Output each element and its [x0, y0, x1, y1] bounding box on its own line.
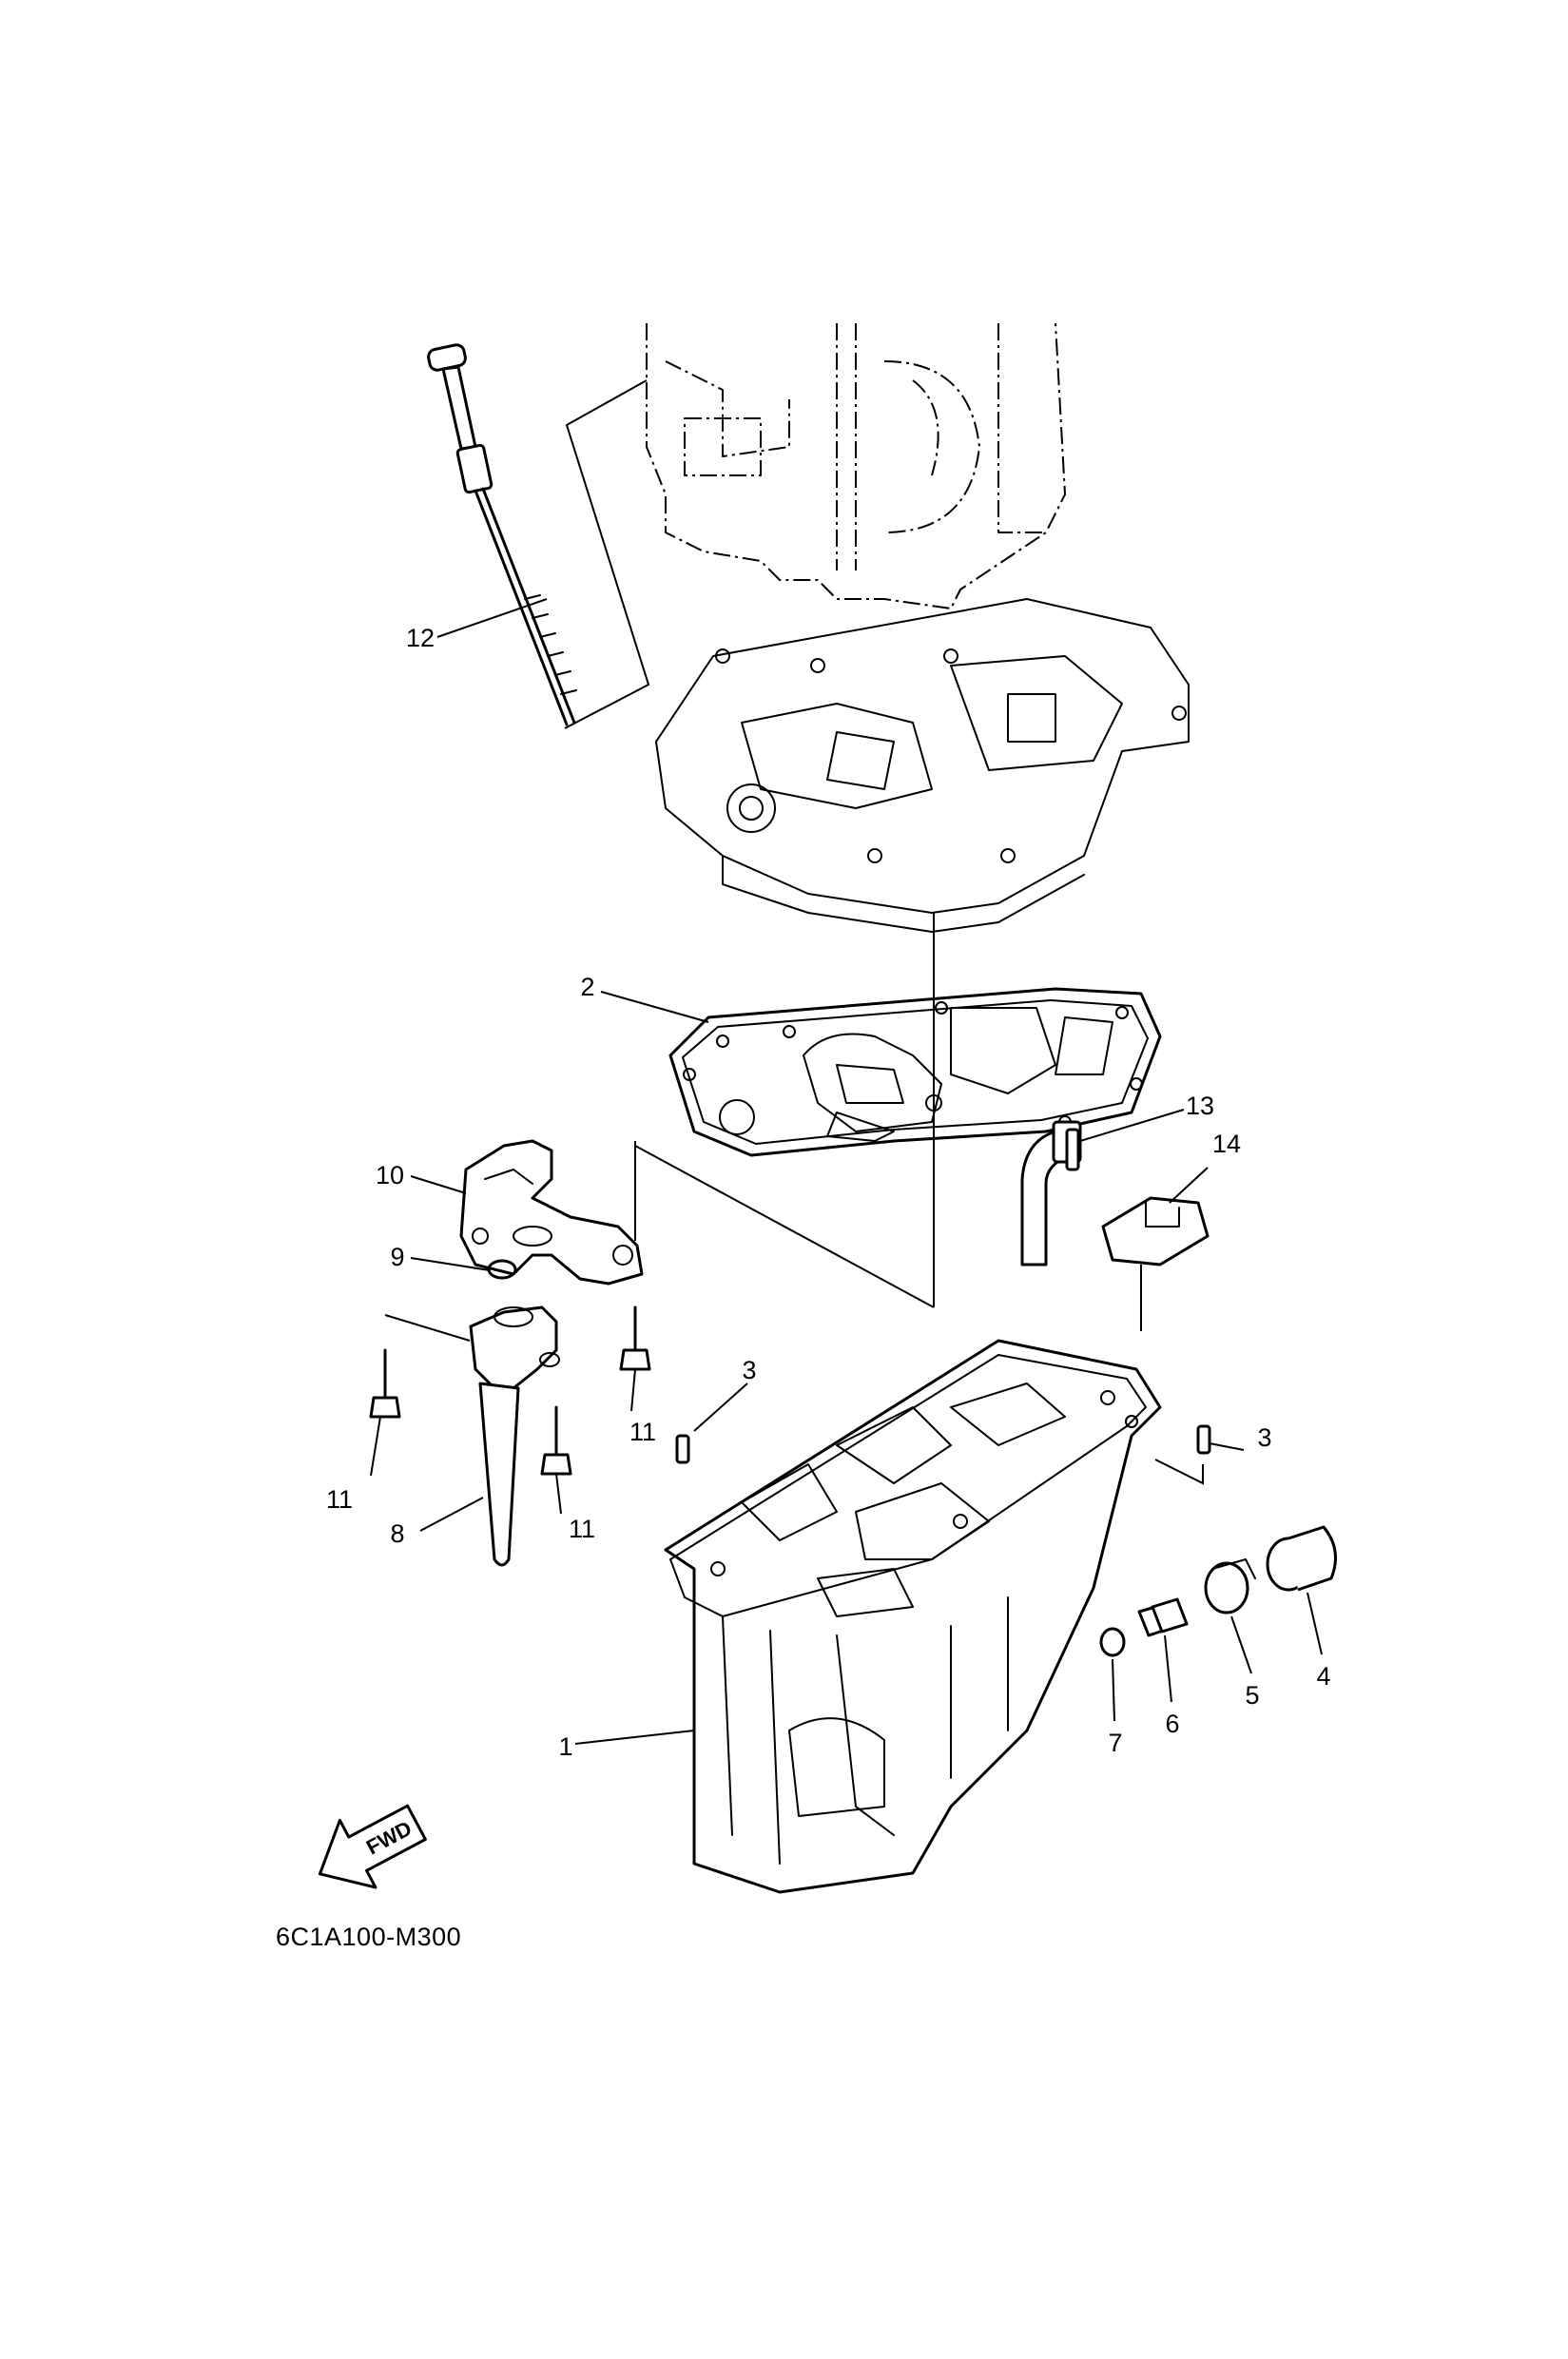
- phantom-upper-casing: [655, 598, 1190, 933]
- gasket: [668, 987, 1162, 1157]
- callout-6: 6: [1165, 1710, 1179, 1738]
- callout-11c: 11: [569, 1515, 595, 1543]
- hose-clamp: [1204, 1558, 1256, 1615]
- knock-pin-right: [1196, 1424, 1211, 1455]
- bolt-left: [369, 1348, 401, 1419]
- callout-3b: 3: [1257, 1423, 1271, 1452]
- phantom-cylinder-block: [646, 322, 1066, 609]
- drain-gasket: [1099, 1627, 1126, 1657]
- breather-hose: [1020, 1120, 1082, 1267]
- drain-bolt: [1137, 1597, 1189, 1637]
- callout-labels: 1 2 3 3 4 5 6 7 8 9 10 11 11 11 12 13 14: [326, 624, 1331, 1761]
- callout-3a: 3: [742, 1356, 756, 1384]
- callout-leaders: [370, 598, 1323, 1745]
- plate-to-block-line: [634, 1145, 935, 1308]
- strainer-plate: [459, 1139, 644, 1286]
- callout-5: 5: [1245, 1681, 1259, 1710]
- callout-11a: 11: [326, 1485, 353, 1514]
- dipstick-bracket-line: [564, 379, 650, 729]
- callout-7: 7: [1108, 1729, 1122, 1757]
- pin-guide-right: [1154, 1459, 1204, 1485]
- clip: [1101, 1196, 1210, 1331]
- dipstick: [427, 343, 577, 726]
- callout-13: 13: [1186, 1092, 1214, 1120]
- oil-strainer: [469, 1305, 560, 1567]
- callout-14: 14: [1212, 1130, 1241, 1158]
- callout-1: 1: [558, 1732, 572, 1761]
- knock-pin-left: [675, 1434, 690, 1464]
- diagram-code: 6C1A100-M300: [276, 1923, 461, 1951]
- callout-12: 12: [406, 624, 435, 652]
- bolt-center: [540, 1405, 572, 1476]
- callout-2: 2: [580, 973, 594, 1001]
- callout-11b: 11: [629, 1418, 656, 1446]
- oil-pan: [664, 1339, 1162, 1894]
- bolt-right: [619, 1305, 651, 1371]
- fwd-arrow: FWD: [318, 1804, 427, 1889]
- callout-9: 9: [390, 1243, 404, 1271]
- grommet: [1266, 1525, 1337, 1592]
- callout-10: 10: [376, 1161, 404, 1189]
- bolt-bracket-line: [384, 1314, 471, 1342]
- callout-8: 8: [390, 1519, 404, 1548]
- callout-4: 4: [1316, 1662, 1330, 1691]
